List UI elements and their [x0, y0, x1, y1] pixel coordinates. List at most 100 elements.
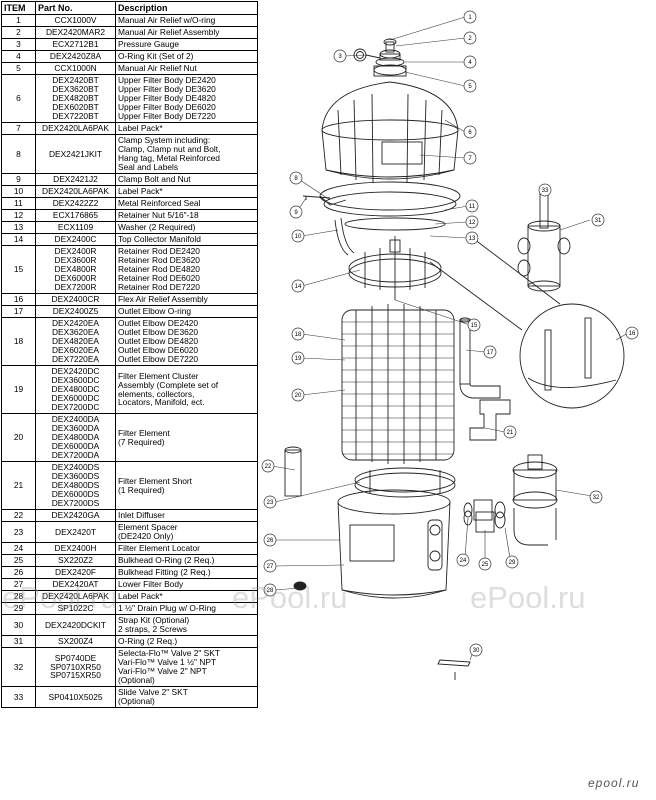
callout-circle: [456, 553, 470, 567]
detail-magnifier: [429, 235, 625, 409]
cell-description: Washer (2 Required): [115, 221, 258, 234]
description-line: (1 Required): [118, 484, 165, 495]
cell-description: Outlet Elbow O-ring: [115, 305, 258, 318]
callout-circle: [263, 559, 277, 573]
part-number-line: DEX2421J2: [53, 174, 98, 185]
description-line: elements, collectors,: [118, 388, 195, 399]
cell-part-number: ECX176865: [35, 209, 116, 222]
cell-description: Strap Kit (Optional)2 straps, 2 Screws: [115, 614, 258, 636]
callout-17: 17: [483, 345, 497, 359]
element-spacer: [284, 446, 302, 497]
callout-circle: [291, 351, 305, 365]
description-line: Outlet Elbow DE7220: [118, 353, 199, 364]
cell-item-number: 9: [1, 173, 36, 186]
cell-item-number: 26: [1, 566, 36, 579]
cell-description: Manual Air Relief Assembly: [115, 26, 258, 39]
callout-30: 30: [469, 643, 483, 657]
part-number-line: DEX2420DC: [51, 366, 100, 377]
part-number-line: DEX2420Z8A: [49, 51, 102, 62]
description-line: (DE2420 Only): [118, 531, 174, 541]
callout-16: 16: [625, 326, 639, 340]
cell-item-number: 20: [1, 413, 36, 462]
cell-item-number: 15: [1, 245, 36, 294]
description-line: Element Spacer: [118, 522, 178, 533]
cell-part-number: DEX2420T: [35, 521, 116, 543]
part-number-line: DEX2420BT: [52, 75, 99, 86]
part-number-line: DEX7200DC: [51, 401, 100, 412]
cell-description: Top Collector Manifold: [115, 233, 258, 246]
callout-27: 27: [263, 559, 277, 573]
description-line: Outlet Elbow DE2420: [118, 318, 199, 329]
callout-circle: [465, 231, 479, 245]
description-line: Slide Valve 2" SKT: [118, 687, 188, 698]
callout-number: 22: [265, 464, 272, 470]
description-line: Label Pack*: [118, 186, 163, 197]
cell-item-number: 29: [1, 602, 36, 615]
cell-item-number: 5: [1, 62, 36, 75]
description-line: Washer (2 Required): [118, 222, 196, 233]
cell-description: Filter Element Short(1 Required): [115, 461, 258, 510]
description-line: Retainer Rod DE6020: [118, 272, 200, 283]
callout-22: 22: [261, 459, 275, 473]
part-number-line: DEX3600DC: [51, 375, 100, 386]
callout-circle: [263, 533, 277, 547]
cell-description: Filter Element Locator: [115, 542, 258, 555]
cell-item-number: 28: [1, 590, 36, 603]
upper-filter-body: [321, 81, 459, 184]
callout-number: 31: [595, 218, 602, 224]
callout-labels: 1234567891011121314151617181920212223242…: [261, 10, 639, 657]
slide-valve: [517, 187, 571, 292]
callout-number: 1: [468, 15, 472, 21]
part-number-line: DEX2420EA: [51, 318, 100, 329]
part-number-line: DEX6000DC: [51, 392, 100, 403]
callout-circle: [333, 49, 347, 63]
part-number-line: DEX3600DA: [51, 423, 100, 434]
part-number-line: DEX2400CR: [51, 294, 100, 305]
description-line: Hang tag, Metal Reinforced: [118, 153, 220, 163]
cell-item-number: 24: [1, 542, 36, 555]
part-number-line: DEX2400R: [54, 246, 97, 257]
callout-number: 28: [267, 588, 274, 594]
description-line: Top Collector Manifold: [118, 234, 201, 245]
callout-number: 27: [267, 564, 274, 570]
callout-circle: [463, 151, 477, 165]
description-line: Filter Element Locator: [118, 543, 200, 554]
cell-item-number: 2: [1, 26, 36, 39]
cell-item-number: 6: [1, 74, 36, 123]
table-header-row: ITEM Part No. Description: [1, 1, 258, 15]
diagram-artwork: [271, 16, 629, 680]
cell-part-number: DEX2421J2: [35, 173, 116, 186]
callout-number: 14: [295, 284, 302, 290]
cell-part-number: DEX2400Z5: [35, 305, 116, 318]
callout-circle: [469, 643, 483, 657]
callout-10: 10: [291, 229, 305, 243]
part-number-line: SP0710XR50: [50, 661, 101, 672]
cell-part-number: SX220Z2: [35, 554, 116, 567]
cell-description: Pressure Gauge: [115, 38, 258, 51]
callout-circle: [625, 326, 639, 340]
callout-25: 25: [478, 557, 492, 571]
part-number-line: DEX2420LA6PAK: [42, 123, 109, 134]
part-number-line: DEX2420AT: [52, 579, 99, 590]
part-number-line: DEX2420LA6PAK: [42, 591, 109, 602]
callout-29: 29: [505, 555, 519, 569]
part-number-line: SX200Z4: [58, 636, 93, 647]
part-number-line: DEX2420T: [55, 526, 96, 537]
cell-part-number: DEX2400CR: [35, 293, 116, 306]
cell-description: Metal Reinforced Seal: [115, 197, 258, 210]
description-line: Manual Air Relief Assembly: [118, 27, 220, 38]
header-item: ITEM: [1, 1, 36, 15]
cell-description: Label Pack*: [115, 122, 258, 135]
cell-description: Filter Element(7 Required): [115, 413, 258, 462]
cell-item-number: 10: [1, 185, 36, 198]
